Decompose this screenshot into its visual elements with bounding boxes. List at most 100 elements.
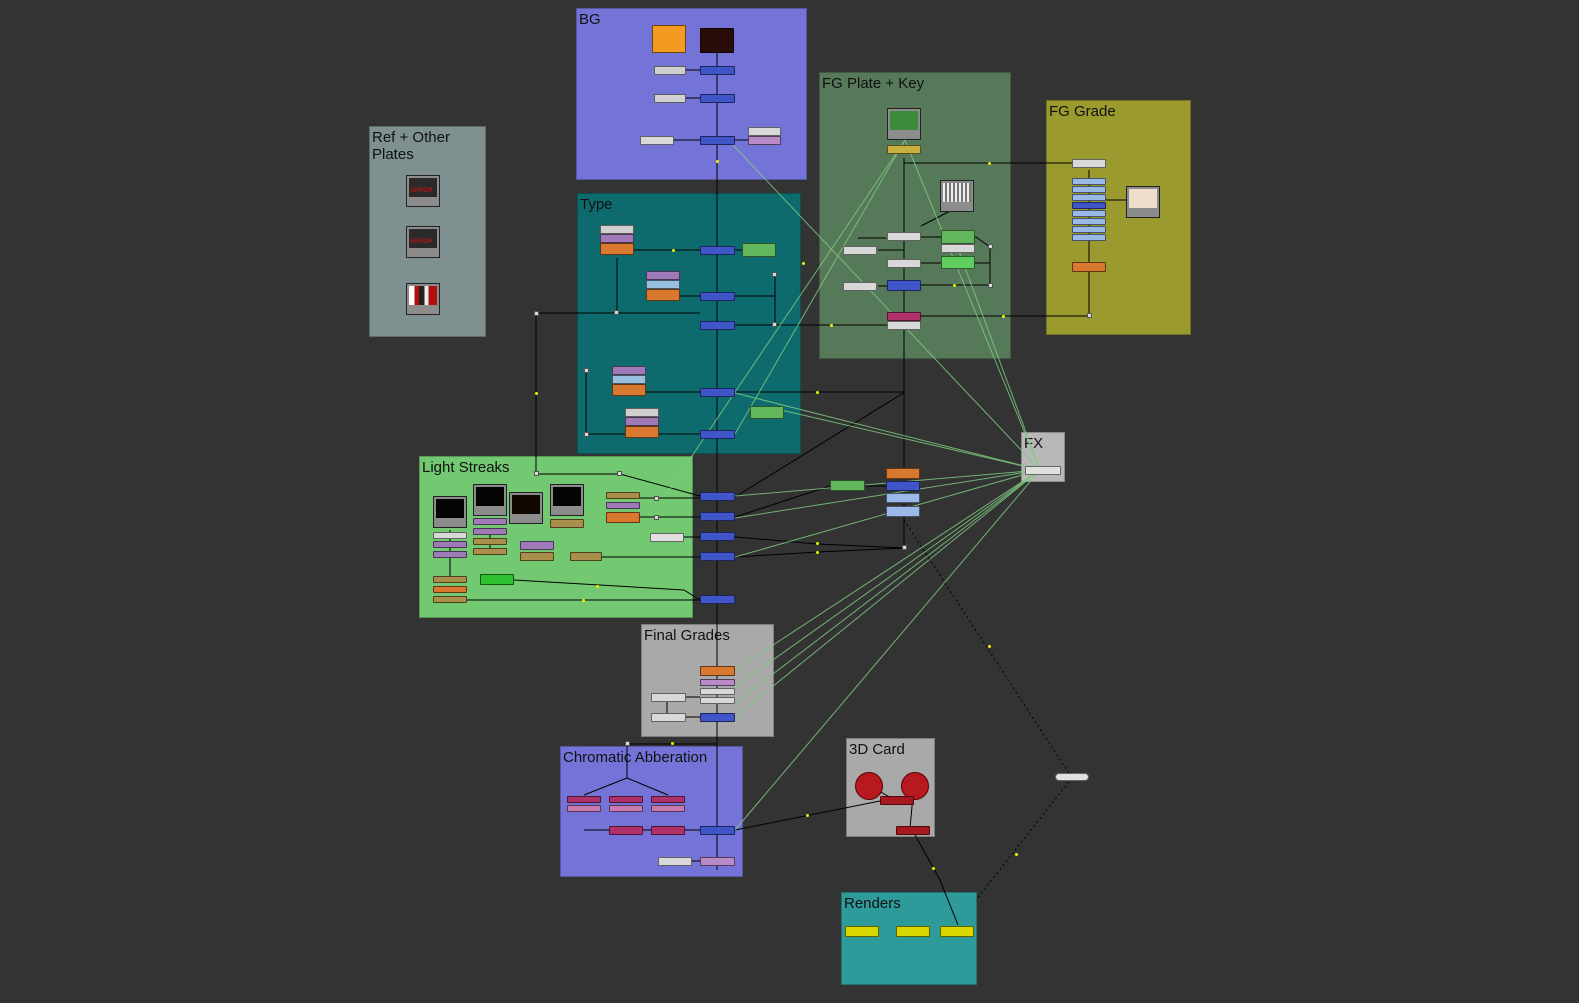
fg-grade-stack-7[interactable] [1072,226,1106,233]
dot-node[interactable] [772,322,777,327]
dot-node[interactable] [988,283,993,288]
fg-green-node[interactable] [941,256,975,269]
ls-transform-node-4[interactable] [550,519,584,528]
ca-shuffle-node-r2[interactable] [567,805,601,812]
type-grade-node-3[interactable] [612,384,646,396]
final-read-node-1[interactable] [700,688,735,695]
card-sphere-node-2[interactable] [901,772,929,800]
card-render-node[interactable] [896,826,930,835]
fg-read-node-checker[interactable] [940,180,974,212]
fg-grade-read-node[interactable] [1126,186,1160,218]
dot-node[interactable] [584,432,589,437]
ls-color-node-6[interactable] [606,502,640,509]
ls-read-node-1b[interactable] [433,532,467,539]
ls-transform-node-5[interactable] [570,552,602,561]
fg-grade-stack-6[interactable] [1072,218,1106,225]
type-color-node-1[interactable] [600,234,634,243]
type-merge-node-3[interactable] [700,321,735,330]
ca-copy-node-1[interactable] [609,826,643,835]
fg-disabled-node[interactable] [941,230,975,244]
type-color-node-4[interactable] [625,417,659,426]
final-read-node-2[interactable] [700,697,735,704]
dot-node[interactable] [988,244,993,249]
final-roto-node-2[interactable] [651,713,686,722]
main-merge-node-1[interactable] [700,492,735,501]
fg-transform-node[interactable] [887,145,921,154]
ls-transform-node-2a[interactable] [473,538,507,545]
fg-read-node-plate[interactable] [887,108,921,140]
ca-shuffle-node-g2[interactable] [609,805,643,812]
read-node-ref-2[interactable]: ERROR [406,226,440,258]
type-grade-node-4[interactable] [625,426,659,438]
fg-premult-node[interactable] [887,312,921,321]
bg-color-node[interactable] [748,136,781,145]
fg-filter-node[interactable] [887,259,921,268]
write-node-1[interactable] [845,926,879,937]
dot-node[interactable] [534,471,539,476]
final-color-node[interactable] [700,679,735,686]
ls-grade-node-7[interactable] [433,586,467,593]
ca-shuffle-node-b2[interactable] [651,805,685,812]
dot-node[interactable] [614,310,619,315]
type-color-node-2[interactable] [646,271,680,280]
dot-node[interactable] [772,272,777,277]
ls-read-node-5[interactable] [650,533,684,542]
backdrop-bg[interactable]: BG [576,8,807,180]
bg-read-node-3[interactable] [640,136,674,145]
backdrop-renders[interactable]: Renders [841,892,977,985]
fg-grade-stack-3[interactable] [1072,194,1106,201]
type-shuffle-node-3[interactable] [612,375,646,384]
ca-read-node[interactable] [658,857,692,866]
main-disabled-merge-node[interactable] [700,595,735,604]
write-node-2[interactable] [896,926,930,937]
fg-merge-node[interactable] [887,280,921,291]
bg-merge-node-1[interactable] [700,66,735,75]
card-scene-node[interactable] [880,796,914,805]
ls-green-node[interactable] [480,574,514,585]
type-color-node-3[interactable] [612,366,646,375]
fg-roto-node-1[interactable] [843,246,877,255]
bg-merge-node-2[interactable] [700,94,735,103]
fg-grade-stack-4[interactable] [1072,202,1106,209]
bg-read-node-4[interactable] [748,127,781,136]
ls-color-node-1a[interactable] [433,541,467,548]
fg-grade-stack-2[interactable] [1072,186,1106,193]
main-merge-node-4[interactable] [700,552,735,561]
fg-dot-node[interactable] [887,321,921,330]
main-merge-node-3[interactable] [700,532,735,541]
ca-shuffle-node-b[interactable] [651,796,685,803]
fg-keyer-node[interactable] [887,232,921,241]
ls-transform-node-3[interactable] [520,552,554,561]
fg-grade-output[interactable] [1072,262,1106,272]
final-merge-node[interactable] [700,713,735,722]
ls-read-node-3[interactable] [509,492,543,524]
ls-color-node-3[interactable] [520,541,554,550]
type-merge-node-1[interactable] [700,246,735,255]
dot-node[interactable] [534,311,539,316]
floating-dot-node[interactable] [1055,773,1089,781]
dot-node[interactable] [625,741,630,746]
ls-color-node-2a[interactable] [473,518,507,525]
read-node-ref-1[interactable]: ERROR [406,175,440,207]
dot-node[interactable] [902,545,907,550]
fg-grade-stack-1[interactable] [1072,178,1106,185]
fx-expression-node[interactable] [1025,466,1061,475]
ls-read-node-1[interactable] [433,496,467,528]
dot-node[interactable] [654,515,659,520]
mid-shuffle-node-2[interactable] [886,506,920,517]
mid-grade-node[interactable] [886,468,920,479]
final-grade-node[interactable] [700,666,735,676]
dot-node[interactable] [584,368,589,373]
fg-grade-stack-5[interactable] [1072,210,1106,217]
ls-transform-node-2b[interactable] [473,548,507,555]
fg-roto-node-2[interactable] [941,244,975,253]
type-grade-node-2[interactable] [646,289,680,301]
constant-node-dark[interactable] [700,28,734,53]
type-merge-node-4[interactable] [700,388,735,397]
ca-shuffle-node-r[interactable] [567,796,601,803]
bg-merge-node-3[interactable] [700,136,735,145]
type-read-node-4[interactable] [625,408,659,417]
ls-grade-node-6[interactable] [606,512,640,523]
type-disabled-node-2[interactable] [750,406,784,419]
fg-grade-stack-8[interactable] [1072,234,1106,241]
